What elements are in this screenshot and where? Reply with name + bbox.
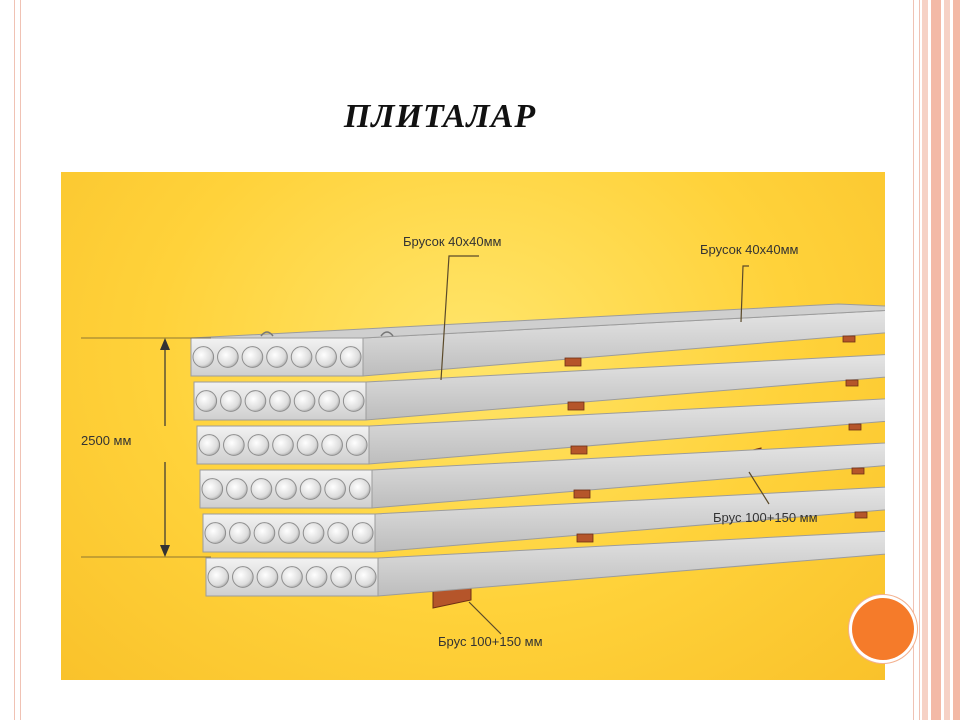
hollow-core [272, 434, 294, 456]
hollow-core [278, 522, 300, 544]
hollow-core [256, 566, 279, 588]
leader-bar-top-right [740, 265, 749, 323]
hollow-core [217, 346, 239, 368]
hollow-core [293, 390, 316, 412]
accent-circle [852, 598, 914, 660]
hollow-core [244, 390, 267, 412]
hollow-core [207, 566, 230, 588]
label-bar-top-left: Брусок 40х40мм [403, 234, 502, 249]
spacer-bar-far [854, 511, 868, 519]
hollow-core [269, 390, 291, 412]
label-beam-bottom: Брус 100+150 мм [438, 634, 543, 649]
slide-title-text: ПЛИТАЛАР [343, 98, 537, 135]
hollow-core [339, 346, 362, 368]
hollow-core [220, 390, 242, 412]
hollow-core [253, 522, 276, 544]
hollow-core [345, 434, 368, 456]
lifting-loop [260, 331, 274, 337]
hollow-core [315, 346, 337, 368]
leader-beam-right [748, 471, 770, 505]
decorative-stripes [922, 0, 960, 720]
slab-stack-diagram: Брусок 40х40мм Брусок 40х40мм 2500 мм Бр… [61, 172, 885, 680]
spacer-bar-far [845, 379, 859, 387]
spacer-bar-middle [564, 357, 582, 367]
hollow-core [266, 346, 288, 368]
slide-frame-inner [20, 0, 914, 720]
hollow-core [223, 434, 245, 456]
hollow-core [198, 434, 221, 456]
hollow-core [305, 566, 328, 588]
hollow-core [330, 566, 352, 588]
label-bar-top-right: Брусок 40х40мм [700, 242, 799, 257]
hollow-core [275, 478, 297, 500]
label-beam-right: Брус 100+150 мм [713, 510, 818, 525]
spacer-bar-middle [567, 401, 585, 411]
spacer-bar-middle [576, 533, 594, 543]
hollow-core [195, 390, 218, 412]
hollow-core [192, 346, 215, 368]
hollow-core [229, 522, 251, 544]
hollow-core [247, 434, 270, 456]
slide-frame-outer [14, 0, 920, 720]
hollow-core [321, 434, 343, 456]
dimension-arrow-head-top [160, 338, 170, 350]
hollow-core [351, 522, 374, 544]
hollow-core [201, 478, 224, 500]
hollow-core [296, 434, 319, 456]
hollow-core [318, 390, 340, 412]
slab-stack-illustration [81, 255, 885, 635]
hollow-core [250, 478, 273, 500]
hollow-core [204, 522, 227, 544]
hollow-core [232, 566, 254, 588]
spacer-bar-far [842, 335, 856, 343]
leader-bar-top-left [440, 255, 479, 381]
hollow-core [299, 478, 322, 500]
hollow-core [281, 566, 303, 588]
hollow-core [327, 522, 349, 544]
hollow-core [226, 478, 248, 500]
hollow-core [290, 346, 313, 368]
dimension-arrow-head-bottom [160, 545, 170, 557]
hollow-core [348, 478, 371, 500]
leader-beam-bottom [468, 601, 502, 635]
spacer-bar-middle [573, 489, 591, 499]
hollow-core [354, 566, 377, 588]
spacer-bar-far [851, 467, 865, 475]
label-height: 2500 мм [81, 433, 132, 448]
hollow-core [342, 390, 365, 412]
lifting-loop [380, 331, 394, 337]
hollow-core [302, 522, 325, 544]
hollow-core [324, 478, 346, 500]
spacer-bar-middle [570, 445, 588, 455]
slide-title: ПЛИТАЛАР [0, 98, 880, 136]
hollow-core [241, 346, 264, 368]
spacer-bar-far [848, 423, 862, 431]
